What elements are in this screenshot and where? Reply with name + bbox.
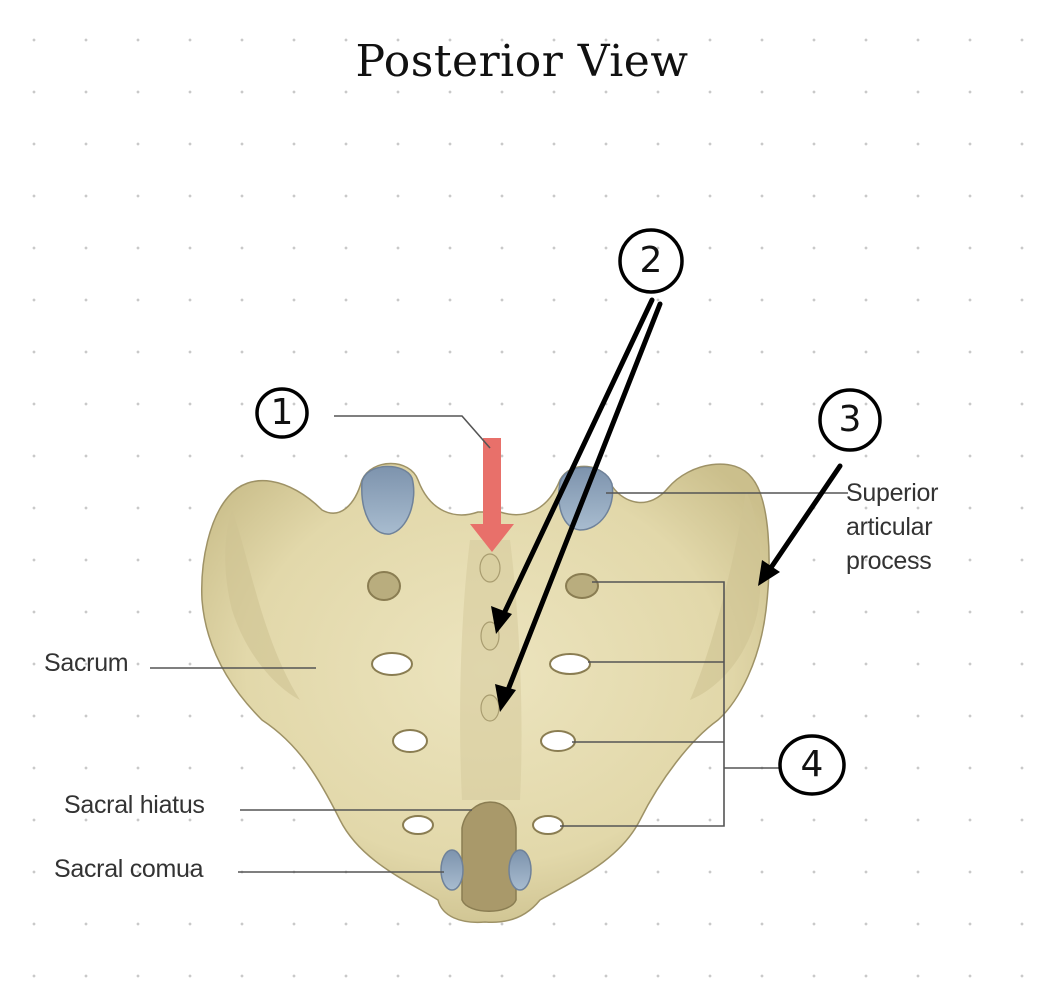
arrow-2b-head [495,684,516,712]
arrow-2a-shaft [497,297,655,625]
foramen-right-1 [565,573,599,599]
right-ala-shading [690,490,761,700]
annotation-number-4: 4 [800,744,824,785]
right-sacral-cornu [508,849,532,891]
leader-lines [150,415,848,873]
circle-3 [818,388,882,452]
annotation-number-3: 3 [838,399,862,440]
arrow-3-head [758,560,780,586]
label-line: articular [846,513,933,541]
foramen-left-3 [392,729,428,753]
arrow-2a-head [491,606,512,634]
sacral-foramina [367,571,599,835]
label-superior-articular-process: Superior articular process [846,476,938,578]
arrow-2b-shaft [501,301,663,703]
annotation-number-1: 1 [270,392,294,433]
leader-line-foramina-1 [560,581,725,827]
median-crest-tubercle-2 [480,621,500,651]
ink-arrowheads [491,560,780,712]
median-crest-tubercle-1 [479,553,501,583]
left-articular-facet [361,465,415,535]
foramen-left-4 [402,815,434,835]
left-ala-shading [225,510,300,700]
label-line: process [846,547,932,575]
left-sacral-cornu [440,849,464,891]
red-arrow-marker [470,438,514,552]
circle-4 [778,734,846,796]
circle-2 [618,228,684,294]
circle-1 [255,387,309,439]
label-sacrum: Sacrum [44,649,129,677]
median-crest-tubercle-3 [480,694,500,722]
arrow-3-shaft [763,463,843,578]
leader-line-1 [334,415,491,449]
annotation-number-2: 2 [639,240,663,281]
ink-arrows [497,297,843,703]
foramen-left-1 [367,571,401,601]
foramen-right-4 [532,815,564,835]
sacral-hiatus-shape [461,801,517,912]
page-title: Posterior View [355,36,689,87]
foramen-right-3 [540,730,576,752]
number-circles [255,228,882,796]
foramen-left-2 [371,652,413,676]
label-line: Superior [846,479,939,507]
label-sacral-hiatus: Sacral hiatus [64,791,205,819]
foramen-right-2 [549,653,591,675]
label-sacral-cornua: Sacral comua [54,855,204,883]
